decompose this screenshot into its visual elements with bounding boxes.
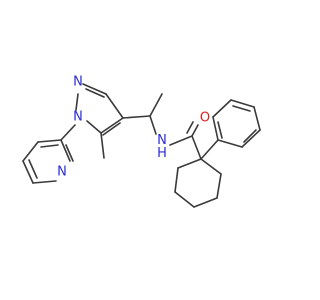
bond [200, 139, 219, 160]
bond [191, 124, 199, 137]
bond [40, 144, 59, 148]
bond [217, 121, 223, 139]
bond [177, 158, 202, 169]
bond [100, 117, 124, 134]
bond [37, 139, 62, 143]
bond [174, 191, 195, 208]
bond [60, 139, 71, 162]
bond [149, 115, 157, 135]
bond [105, 93, 124, 119]
bond [216, 173, 222, 199]
bond [253, 106, 261, 131]
bond [174, 167, 179, 193]
bond [212, 116, 219, 141]
bond [122, 115, 151, 119]
bond [65, 144, 74, 162]
bond [230, 99, 255, 108]
bond [32, 180, 57, 184]
bond [232, 105, 251, 112]
bond [191, 135, 202, 160]
bond [212, 99, 232, 118]
atom-o-carbonyl: O [200, 111, 210, 126]
bond [86, 120, 102, 134]
bond [217, 139, 243, 148]
bond [102, 122, 121, 136]
bond [200, 158, 222, 175]
bond [60, 124, 76, 141]
bond [169, 135, 193, 146]
bond [149, 93, 163, 117]
bond [100, 132, 105, 159]
atom-n-pyrazole-top: N [73, 75, 83, 90]
bond [186, 121, 194, 134]
bond [22, 160, 34, 184]
bond [22, 141, 39, 162]
bond [193, 197, 218, 208]
bond [241, 129, 261, 148]
bond [82, 83, 107, 95]
atom-n-pyridine: N [57, 165, 67, 180]
bond [28, 159, 38, 179]
bond [75, 93, 79, 111]
bond-layer [22, 83, 261, 208]
bond [85, 88, 105, 98]
atom-n-pyrazole-substituted: N [73, 110, 83, 125]
bond [243, 129, 257, 143]
